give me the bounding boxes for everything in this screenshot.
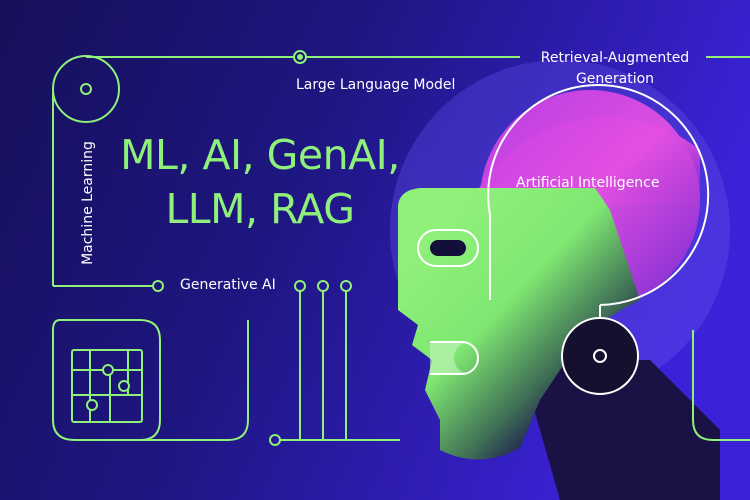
ear-dot xyxy=(593,349,607,363)
eye xyxy=(417,229,479,267)
headline-line-1: ML, AI, GenAI, xyxy=(120,131,400,179)
neck-shape xyxy=(520,360,720,500)
headline: ML, AI, GenAI, LLM, RAG xyxy=(110,128,410,236)
rag-line-1: Retrieval-Augmented xyxy=(540,50,690,66)
headline-line-2: LLM, RAG xyxy=(165,185,355,233)
circuit-lines xyxy=(52,50,750,446)
label-retrieval-augmented-generation: Retrieval-Augmented Generation xyxy=(505,48,725,90)
rag-line-2: Generation xyxy=(575,71,655,87)
label-artificial-intelligence: Artificial Intelligence xyxy=(516,175,660,191)
mouth xyxy=(430,342,470,374)
label-large-language-model: Large Language Model xyxy=(296,77,456,93)
label-generative-ai: Generative AI xyxy=(180,277,276,293)
ear-circle xyxy=(561,317,639,395)
label-machine-learning: Machine Learning xyxy=(80,141,96,265)
head-outline xyxy=(487,84,710,306)
